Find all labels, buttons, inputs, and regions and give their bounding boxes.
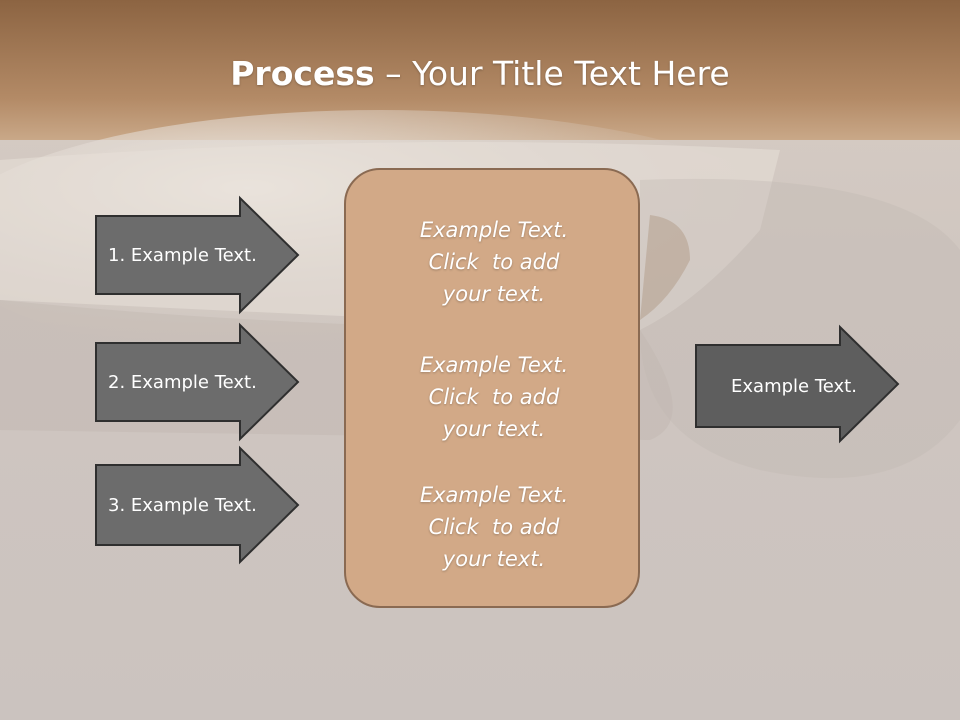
center-text-line: Click to add [428,515,560,539]
center-text-line: Example Text. [419,483,569,507]
left-arrow-1-label: 1. Example Text. [108,244,257,266]
left-arrow-3: 3. Example Text. [95,445,300,565]
center-text-box[interactable]: Example Text. Click to add your text. Ex… [344,168,640,608]
arrow-shape [95,322,300,442]
center-text-line: Click to add [428,250,560,274]
center-text-line: your text. [442,282,546,306]
arrow-shape [695,324,900,444]
arrow-shape [95,445,300,565]
left-arrow-2-label: 2. Example Text. [108,371,257,393]
right-arrow: Example Text. [695,324,900,444]
title-bold: Process [230,54,375,93]
center-text-block-3: Example Text. Click to add your text. [346,479,642,575]
center-text-block-2: Example Text. Click to add your text. [346,349,642,445]
center-text-line: Example Text. [419,218,569,242]
left-arrow-3-label: 3. Example Text. [108,494,257,516]
center-text-line: Click to add [428,385,560,409]
left-arrow-1: 1. Example Text. [95,195,300,315]
center-text-block-1: Example Text. Click to add your text. [346,214,642,310]
left-arrow-2: 2. Example Text. [95,322,300,442]
center-text-line: Example Text. [419,353,569,377]
center-text-line: your text. [442,547,546,571]
right-arrow-label: Example Text. [731,375,857,397]
center-text-line: your text. [442,417,546,441]
title-rest: – Your Title Text Here [374,54,730,93]
arrow-shape [95,195,300,315]
slide-title: Process – Your Title Text Here [0,52,960,96]
